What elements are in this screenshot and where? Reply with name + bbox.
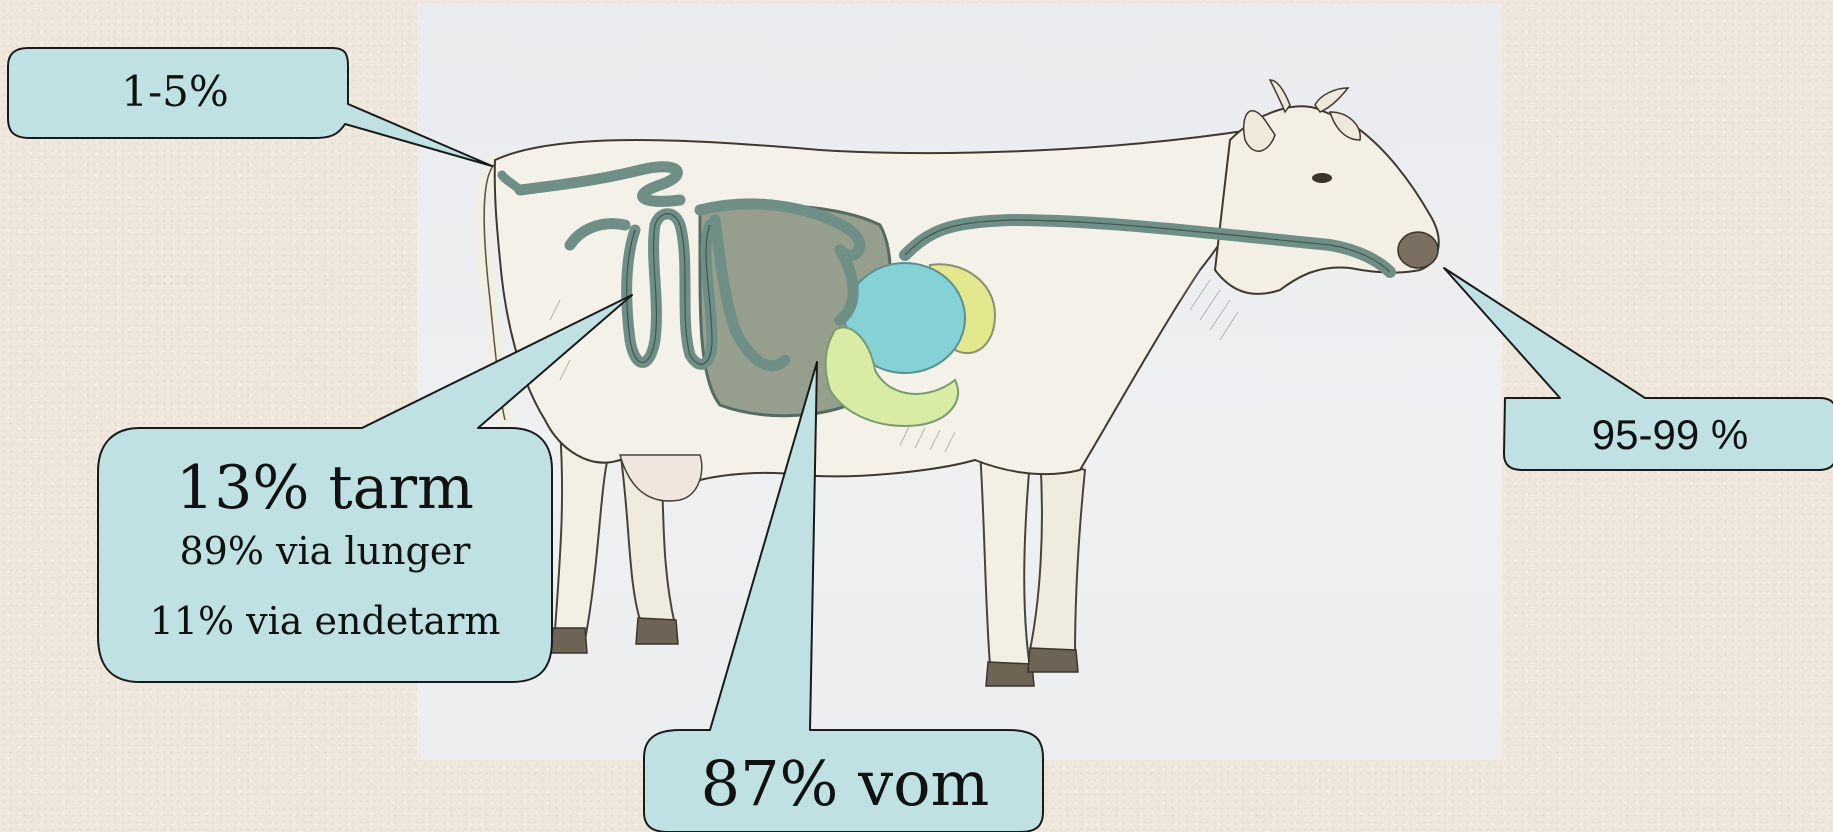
callout-mouth-text: 95-99 % [1560, 410, 1780, 460]
callout-tail-text: 1-5% [90, 62, 260, 122]
callout-intestine-line2: 11% via endetarm [110, 598, 540, 644]
callout-intestine-line1: 89% via lunger [110, 528, 540, 574]
callout-intestine-title: 13% tarm [110, 452, 540, 524]
callout-rumen-text: 87% vom [650, 748, 1040, 820]
